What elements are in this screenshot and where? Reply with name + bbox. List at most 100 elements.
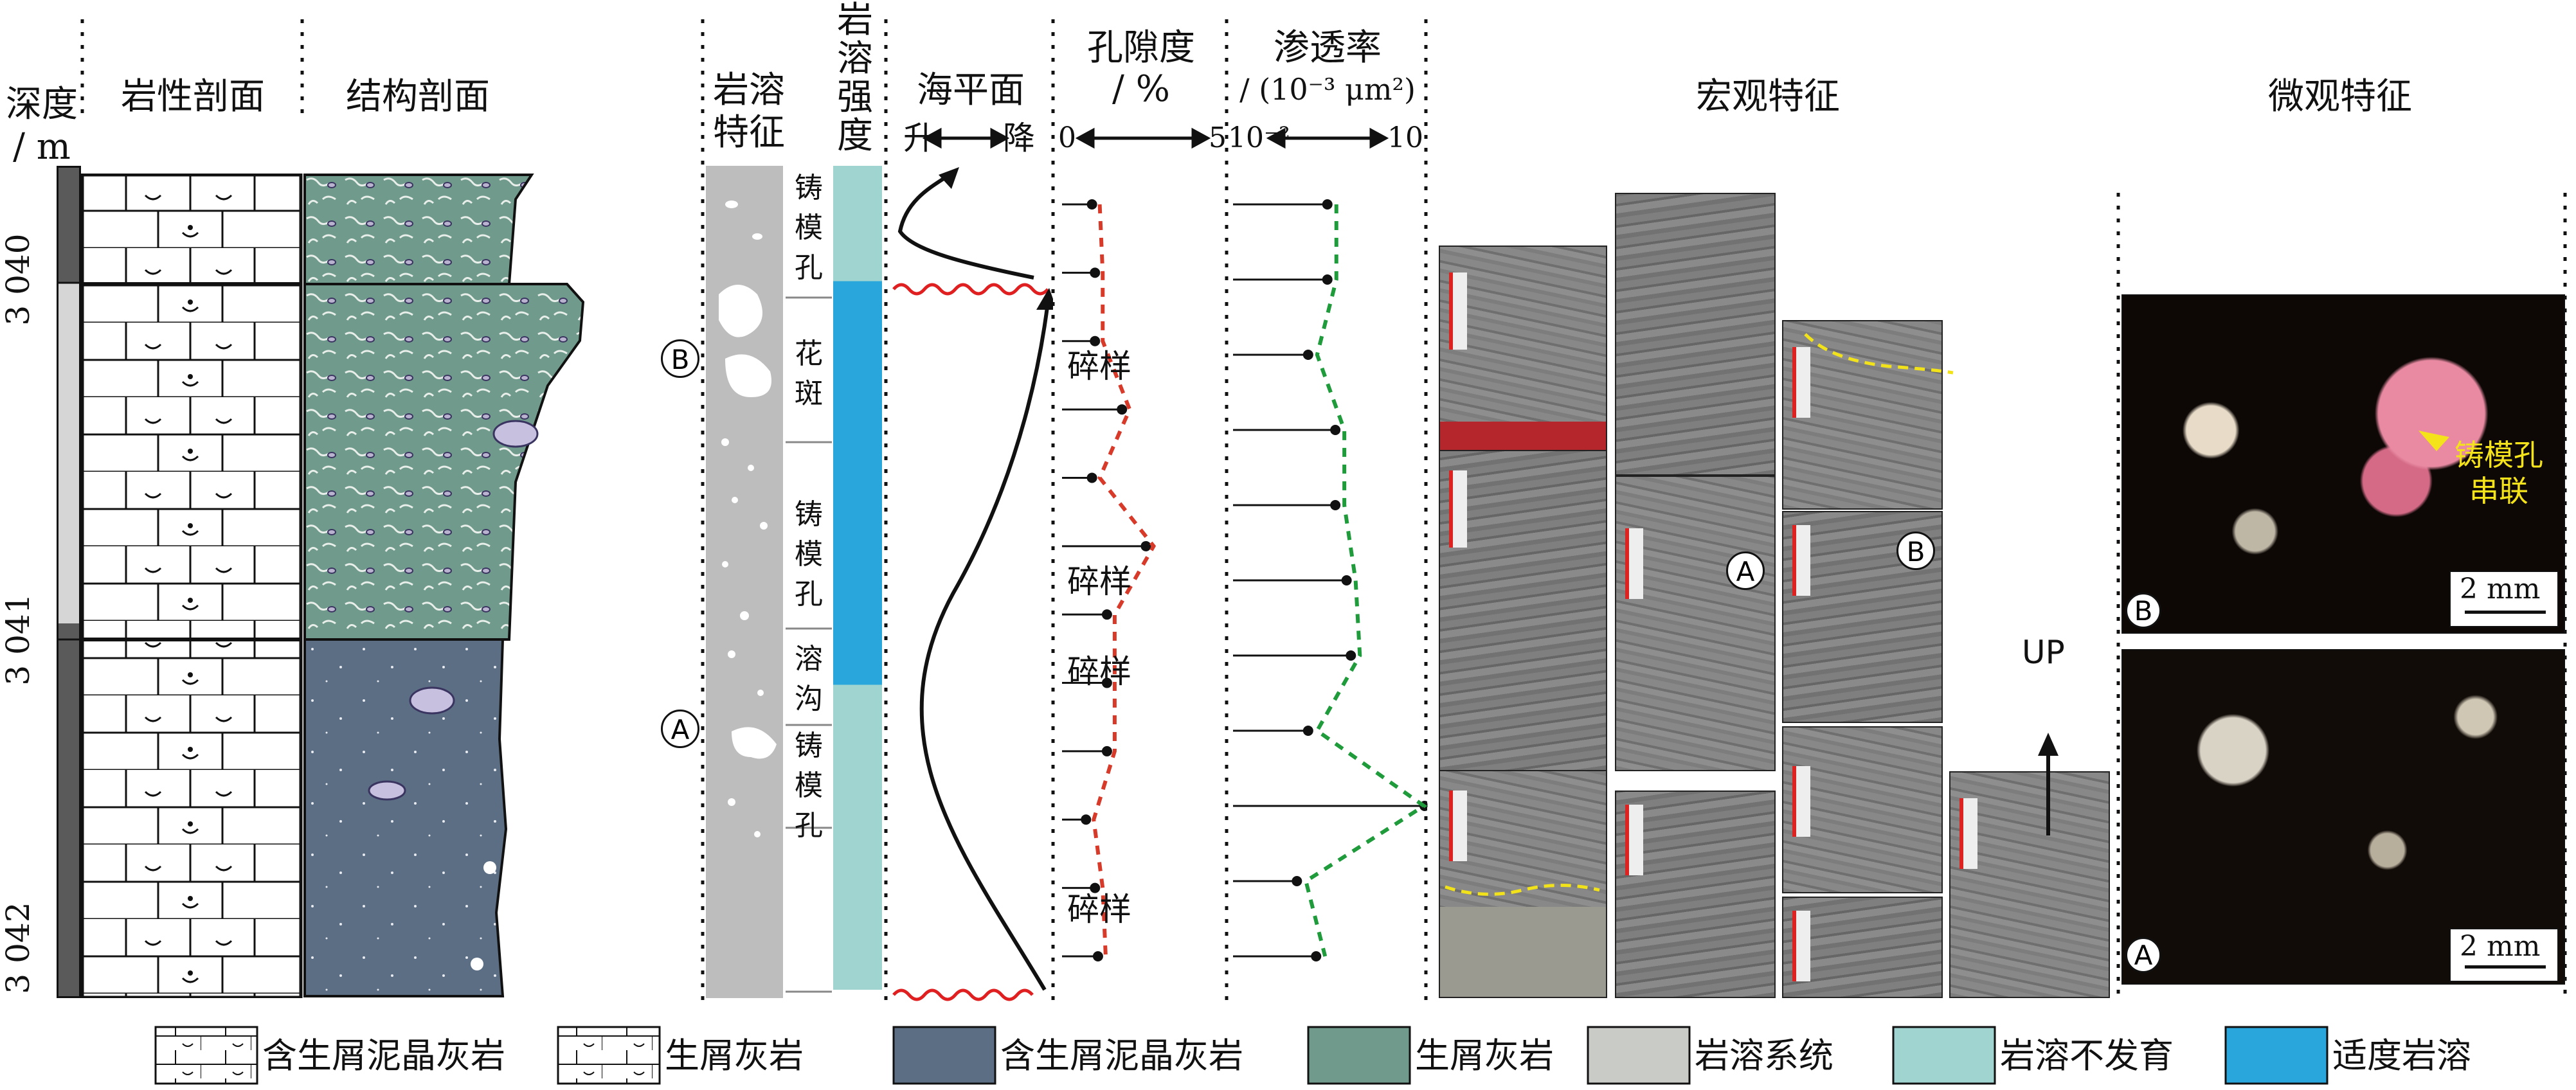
permeability-unit: / (10⁻³ μm²) [1239, 72, 1416, 107]
legend-swatch-2 [892, 1026, 996, 1085]
legend-swatch-3 [1307, 1026, 1411, 1085]
sea-level-curve [892, 167, 1053, 1001]
sea-level-wave-bottom [892, 988, 1034, 1001]
core-photo-2b [1615, 476, 1776, 771]
core-photo-4 [1949, 771, 2110, 998]
permeability-max: 10 [1387, 121, 1423, 154]
legend-swatch-1 [557, 1026, 661, 1085]
karst-white-patches [719, 201, 777, 837]
marker-a: A [661, 710, 699, 748]
porosity-min: 0 [1058, 121, 1076, 154]
karst-intensity-strip [833, 166, 882, 990]
porosity-point-2 [1090, 335, 1101, 346]
porosity-point-3 [1117, 404, 1128, 415]
depth-bar [57, 166, 81, 998]
porosity-point-8 [1101, 746, 1112, 756]
porosity-permeability-tracks [1062, 199, 1427, 961]
micro-annotation-arrow [2418, 431, 2449, 451]
macro-marker-a: A [1726, 551, 1765, 590]
legend-swatch-0 [154, 1026, 258, 1085]
legend-swatch-5 [1892, 1026, 1996, 1085]
structure-profile-header: 结构剖面 [346, 76, 490, 118]
porosity-unit: / % [1112, 68, 1170, 110]
scale-bar-a: 2 mm [2449, 928, 2559, 982]
legend-swatch-6 [2224, 1026, 2328, 1085]
core-photo-1c [1439, 770, 1607, 998]
core-photo-2a [1615, 193, 1776, 476]
header-arrows [922, 127, 1389, 149]
scale-bar-b: 2 mm [2449, 571, 2559, 627]
permeability-point-10 [1311, 951, 1322, 961]
micro-annotation: 铸模孔 串联 [2454, 438, 2543, 508]
depth-tick-3042: 3 042 [0, 902, 37, 994]
porosity-point-10 [1090, 882, 1101, 893]
sample-label-1: 碎样 [1067, 348, 1131, 385]
permeability-point-6 [1346, 650, 1356, 661]
depth-ticks [57, 281, 81, 641]
core-photo-2c [1615, 791, 1776, 998]
karst-cell-mold-3: 铸 模 孔 [795, 729, 823, 842]
core-photo-1a [1439, 246, 1607, 451]
macro-marker-b: B [1896, 532, 1935, 570]
karst-cell-mottle: 花 斑 [795, 337, 823, 410]
legend-label-6: 适度岩溶 [2332, 1035, 2471, 1076]
legend-swatches [154, 1026, 2328, 1085]
permeability-point-1 [1322, 274, 1333, 285]
depth-tick-3041: 3 041 [0, 593, 37, 686]
up-label: UP [2022, 634, 2065, 671]
legend-label-4: 岩溶系统 [1695, 1035, 1833, 1076]
sample-label-3: 碎样 [1067, 653, 1131, 690]
karst-cell-mold-1: 铸 模 孔 [795, 172, 823, 284]
lithology-profile-header: 岩性剖面 [121, 76, 265, 118]
core-photo-3d [1782, 897, 1943, 998]
micro-marker-a: A [2125, 937, 2161, 973]
legend-swatch-4 [1587, 1026, 1691, 1085]
permeability-point-9 [1292, 876, 1302, 886]
core-photo-3c [1782, 726, 1943, 893]
karst-cell-dividers [786, 296, 832, 993]
legend-label-3: 生屑灰岩 [1415, 1035, 1554, 1076]
porosity-point-11 [1092, 951, 1103, 961]
macro-header: 宏观特征 [1696, 76, 1840, 118]
marker-b: B [661, 339, 699, 378]
legend-label-1: 生屑灰岩 [665, 1035, 804, 1076]
legend-label-0: 含生屑泥晶灰岩 [262, 1035, 505, 1076]
porosity-header: 孔隙度 [1087, 27, 1195, 69]
sample-label-2: 碎样 [1067, 563, 1131, 600]
depth-header: 深度 / m [6, 84, 78, 168]
legend-label-2: 含生屑泥晶灰岩 [1000, 1035, 1243, 1076]
permeability-header: 渗透率 [1274, 27, 1382, 69]
depth-tick-3040: 3 040 [0, 233, 37, 326]
permeability-curve [1303, 204, 1427, 957]
karst-cell-mold-2: 铸 模 孔 [795, 498, 823, 611]
lithology-column [81, 174, 303, 998]
sea-level-wave-top [892, 283, 1049, 296]
porosity-point-7 [1101, 677, 1112, 688]
permeability-point-5 [1341, 575, 1352, 585]
core-photo-1b [1439, 450, 1607, 771]
porosity-point-1 [1090, 267, 1101, 278]
porosity-curve [1092, 204, 1157, 957]
scale-bar-b-label: 2 mm [2460, 573, 2541, 605]
thin-section-a [2121, 649, 2565, 985]
permeability-point-4 [1330, 500, 1341, 510]
porosity-point-9 [1081, 814, 1092, 825]
karst-intensity-header: 岩 溶 强 度 [837, 0, 873, 157]
scale-bar-a-label: 2 mm [2460, 930, 2541, 963]
core-photo-3a [1782, 320, 1943, 510]
porosity-point-6 [1101, 609, 1112, 620]
permeability-point-7 [1302, 726, 1313, 736]
permeability-point-2 [1302, 350, 1313, 360]
porosity-max: 5 [1209, 121, 1227, 154]
sea-level-header: 海平面 [917, 69, 1025, 111]
legend-label-5: 岩溶不发育 [2000, 1035, 2174, 1076]
micro-marker-b: B [2125, 593, 2161, 629]
macro-overlays [1445, 333, 2058, 896]
karst-cell-groove: 溶 沟 [795, 643, 823, 715]
micro-header: 微观特征 [2268, 76, 2412, 118]
permeability-point-3 [1330, 425, 1341, 435]
structure-column [303, 174, 585, 997]
sample-label-4: 碎样 [1067, 891, 1131, 928]
karst-features-header: 岩溶 特征 [713, 69, 785, 154]
